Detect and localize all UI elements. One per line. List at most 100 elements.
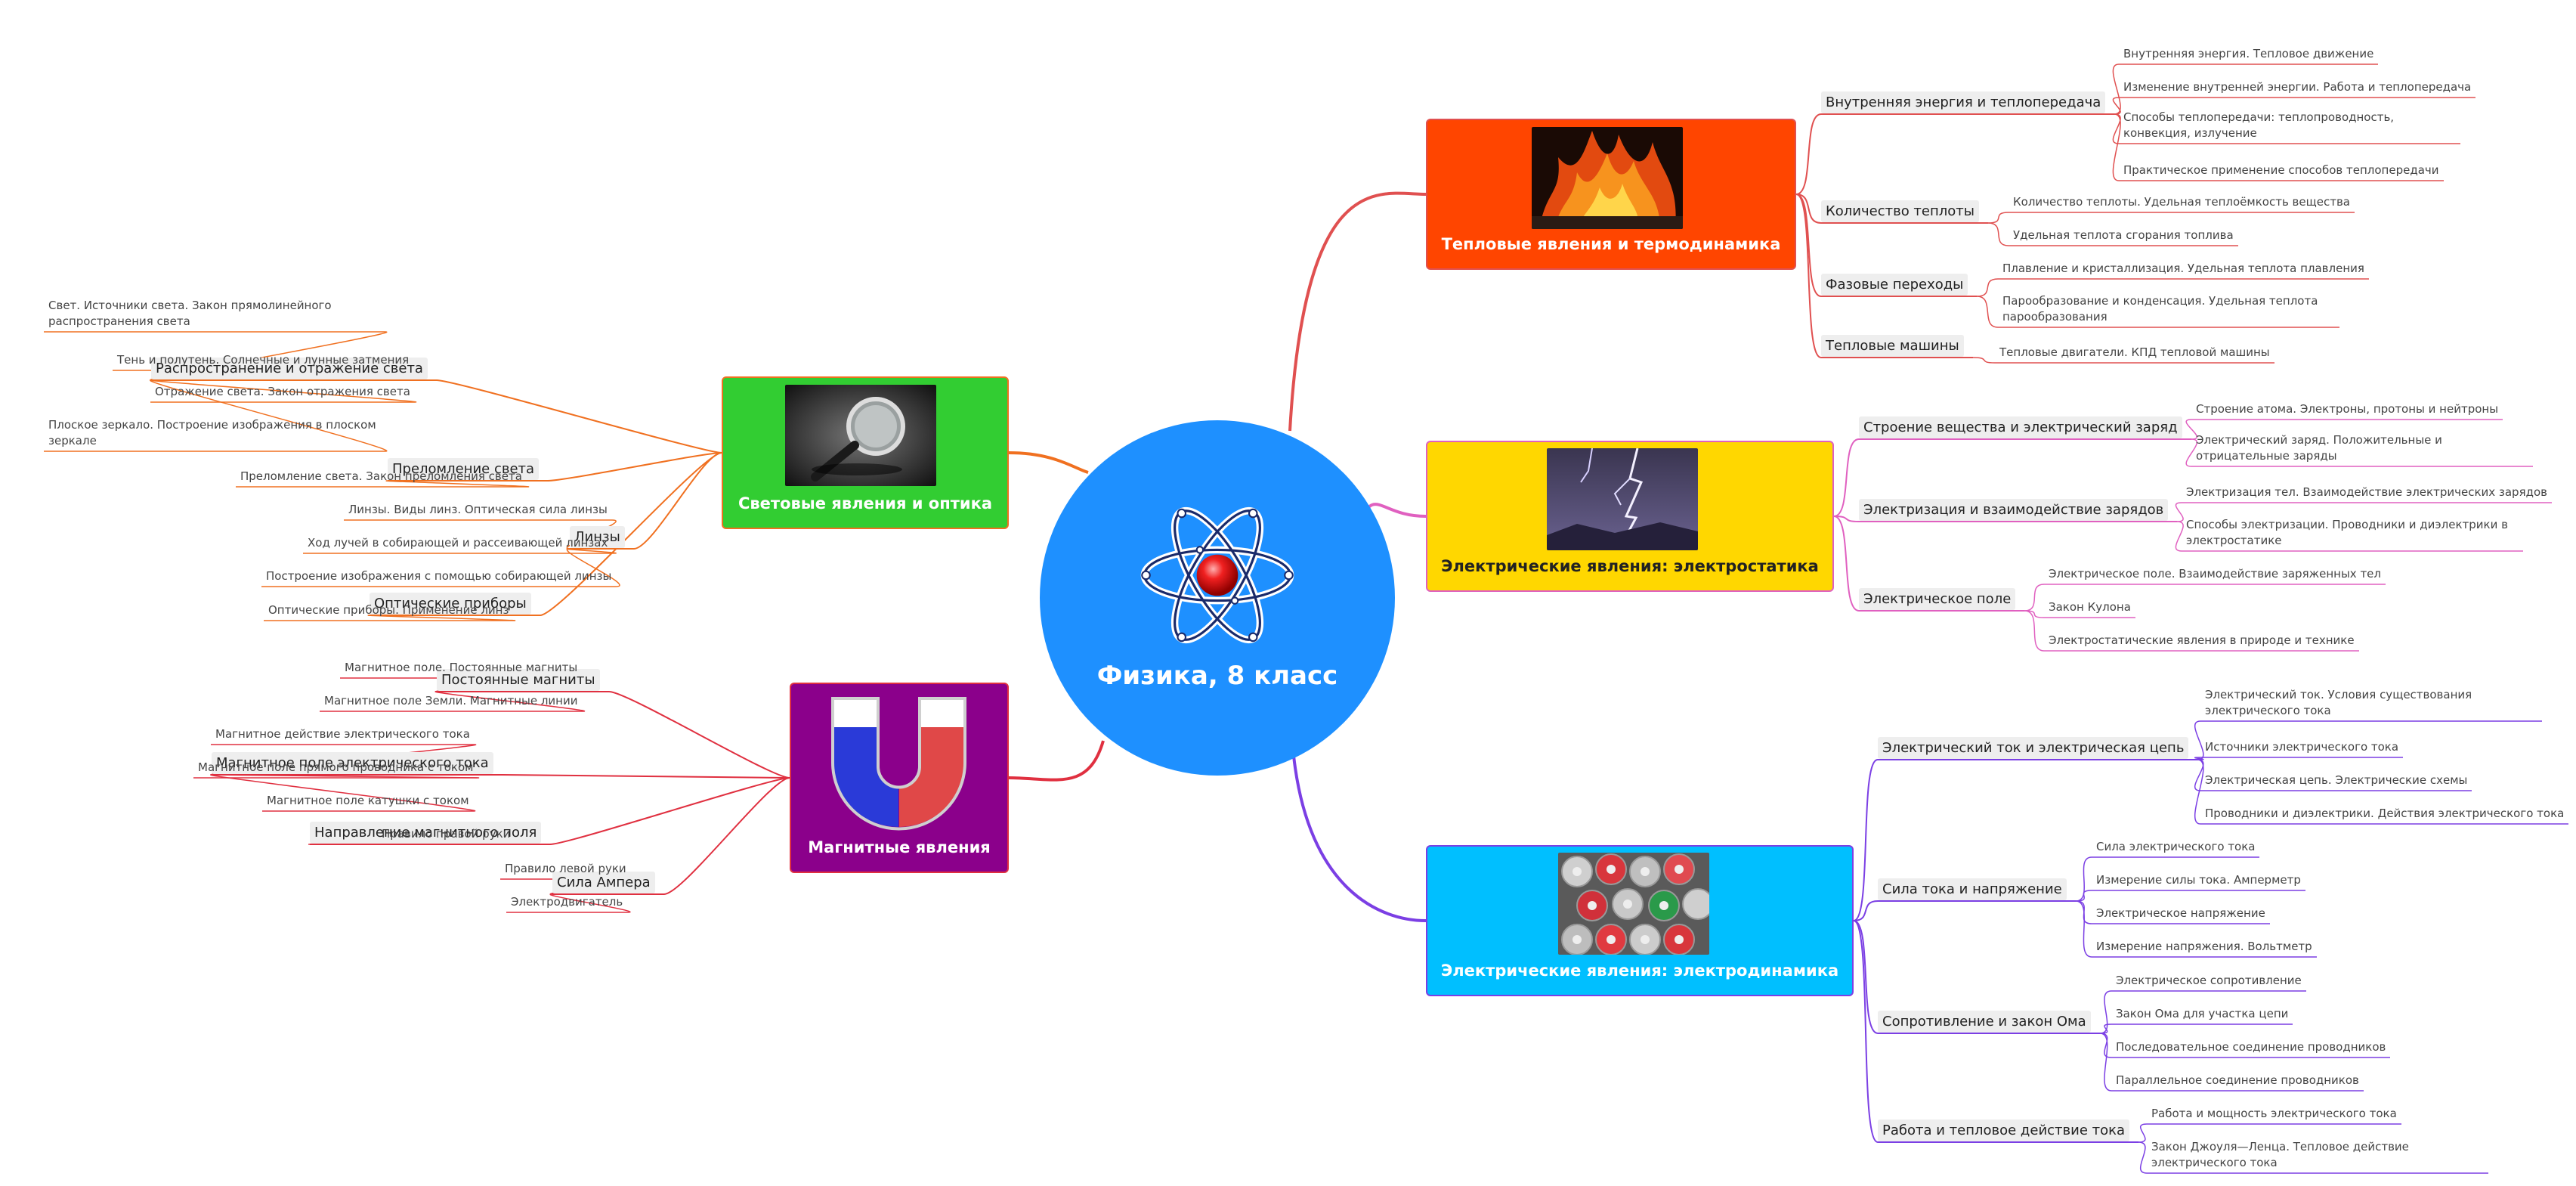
leaf-item[interactable]: Электрический заряд. Положительные и отр… xyxy=(2196,433,2442,463)
leaf-item[interactable]: Магнитное поле прямого проводника с токо… xyxy=(198,760,474,774)
leaf-item[interactable]: Закон Ома для участка цепи xyxy=(2116,1007,2289,1020)
leaf-item[interactable]: Электризация тел. Взаимодействие электри… xyxy=(2186,485,2547,499)
leaf-item[interactable]: Способы теплопередачи: теплопроводность,… xyxy=(2123,110,2395,140)
leaf-item[interactable]: Магнитное поле катушки с током xyxy=(267,794,469,807)
leaf-item[interactable]: Парообразование и конденсация. Удельная … xyxy=(2002,294,2318,324)
leaf-item[interactable]: Строение атома. Электроны, протоны и ней… xyxy=(2196,402,2499,416)
leaf-item[interactable]: Магнитное поле. Постоянные магниты xyxy=(345,661,578,674)
connector-line xyxy=(2112,63,2121,115)
connector-line xyxy=(1833,516,1860,522)
subtopic[interactable]: Распространение и отражение света xyxy=(151,358,428,379)
leaf-item[interactable]: Удельная теплота сгорания топлива xyxy=(2013,228,2234,242)
leaf-item[interactable]: Свет. Источники света. Закон прямолинейн… xyxy=(48,299,332,328)
subtopic[interactable]: Работа и тепловое действие тока xyxy=(1878,1119,2130,1141)
batteries-image xyxy=(1558,853,1709,955)
connector-line xyxy=(1008,740,1105,782)
leaf-item[interactable]: Практическое применение способов теплопе… xyxy=(2123,163,2439,177)
leaf-item[interactable]: Правило правой руки xyxy=(382,827,511,841)
subtopic[interactable]: Электрическое поле xyxy=(1859,588,2016,610)
connector-line xyxy=(2112,113,2121,181)
connector-line xyxy=(1833,438,1860,517)
subtopic[interactable]: Тепловые машины xyxy=(1821,335,1964,357)
leaf-item[interactable]: Способы электризации. Проводники и диэле… xyxy=(2186,518,2508,547)
connector-line xyxy=(1795,113,1822,195)
leaf-item[interactable]: Тень и полутень. Солнечные и лунные затм… xyxy=(117,353,410,367)
leaf-item[interactable]: Измерение силы тока. Амперметр xyxy=(2096,873,2301,887)
leaf-item[interactable]: Построение изображения с помощью собираю… xyxy=(266,569,612,583)
connector-line xyxy=(608,691,790,779)
leaf-item[interactable]: Измерение напряжения. Вольтметр xyxy=(2096,940,2312,953)
leaf-item[interactable]: Электростатические явления в природе и т… xyxy=(2049,633,2355,647)
leaf-item[interactable]: Источники электрического тока xyxy=(2205,740,2399,754)
connector-line xyxy=(1976,296,1999,328)
subtopic[interactable]: Строение вещества и электрический заряд xyxy=(1859,416,2182,438)
subtopic[interactable]: Сила Ампера xyxy=(552,872,655,893)
subtopic[interactable]: Линзы xyxy=(570,526,625,548)
leaf-item[interactable]: Оптические приборы. Применение линз xyxy=(268,603,509,617)
leaf-item[interactable]: Электрическое напряжение xyxy=(2096,906,2265,920)
subtopic[interactable]: Количество теплоты xyxy=(1821,200,1979,222)
connector-line xyxy=(2112,97,2121,115)
leaf-item[interactable]: Работа и мощность электрического тока xyxy=(2151,1107,2397,1120)
leaf-item[interactable]: Электрическое сопротивление xyxy=(2116,974,2302,987)
subtopic[interactable]: Фазовые переходы xyxy=(1821,274,1968,296)
leaf-item[interactable]: Ход лучей в собирающей и рассеивающей ли… xyxy=(308,536,608,550)
fire-image xyxy=(1532,127,1683,229)
connector-line xyxy=(547,452,722,482)
connector-line xyxy=(540,452,722,616)
leaf-item[interactable]: Электродвигатель xyxy=(511,895,623,909)
leaf-item[interactable]: Проводники и диэлектрики. Действия элект… xyxy=(2205,807,2565,820)
subtopic[interactable]: Постоянные магниты xyxy=(437,669,600,691)
topic-magnetism[interactable]: Магнитные явления xyxy=(790,683,1009,873)
leaf-item[interactable]: Преломление света. Закон преломления све… xyxy=(240,469,522,483)
subtopic[interactable]: Преломление света xyxy=(388,458,540,480)
topic-optics[interactable]: Световые явления и оптика xyxy=(722,376,1009,529)
connector-line xyxy=(2138,1141,2148,1174)
topic-thermal[interactable]: Тепловые явления и термодинамика xyxy=(1426,119,1796,270)
leaf-item[interactable]: Отражение света. Закон отражения света xyxy=(155,385,410,398)
leaf-item[interactable]: Количество теплоты. Удельная теплоёмкост… xyxy=(2013,195,2350,209)
subtopic[interactable]: Сила тока и напряжение xyxy=(1878,878,2067,900)
connector-line xyxy=(2194,759,2204,791)
topic-title: Электрические явления: электродинамика xyxy=(1440,961,1839,980)
leaf-item[interactable]: Изменение внутренней энергии. Работа и т… xyxy=(2123,80,2472,94)
leaf-item[interactable]: Линзы. Виды линз. Оптическая сила линзы xyxy=(348,503,608,516)
connector-line xyxy=(549,893,631,913)
leaf-item[interactable]: Магнитное действие электрического тока xyxy=(215,727,470,741)
subtopic[interactable]: Сопротивление и закон Ома xyxy=(1878,1011,2091,1033)
topic-title: Электрические явления: электростатика xyxy=(1441,557,1819,575)
leaf-item[interactable]: Электрическая цепь. Электрические схемы xyxy=(2205,773,2468,787)
connector-line xyxy=(1853,920,1879,1143)
leaf-item[interactable]: Электрический ток. Условия существования… xyxy=(2205,688,2472,717)
subtopic[interactable]: Электризация и взаимодействие зарядов xyxy=(1859,499,2169,521)
leaf-item[interactable]: Закон Кулона xyxy=(2049,600,2131,614)
leaf-item[interactable]: Последовательное соединение проводников xyxy=(2116,1040,2386,1054)
magnifier-image xyxy=(785,385,936,486)
leaf-item[interactable]: Тепловые двигатели. КПД тепловой машины xyxy=(1999,345,2270,359)
connector-line xyxy=(2024,610,2045,618)
connector-line xyxy=(1008,451,1089,474)
leaf-item[interactable]: Электрическое поле. Взаимодействие заряж… xyxy=(2049,567,2381,581)
leaf-item[interactable]: Плоское зеркало. Построение изображения … xyxy=(48,418,376,447)
topic-title: Магнитные явления xyxy=(808,838,991,856)
leaf-item[interactable]: Закон Джоуля—Ленца. Тепловое действие эл… xyxy=(2151,1140,2409,1169)
subtopic[interactable]: Магнитное поле электрического тока xyxy=(212,752,493,774)
leaf-item[interactable]: Параллельное соединение проводников xyxy=(2116,1073,2359,1087)
leaf-item[interactable]: Правило левой руки xyxy=(505,862,626,875)
subtopic[interactable]: Электрический ток и электрическая цепь xyxy=(1878,737,2189,759)
connector-line xyxy=(1987,212,2009,224)
connector-line xyxy=(2194,720,2204,760)
subtopic[interactable]: Оптические приборы xyxy=(370,593,531,615)
topic-electrodynamics[interactable]: Электрические явления: электродинамика xyxy=(1426,845,1854,996)
leaf-item[interactable]: Внутренняя энергия. Тепловое движение xyxy=(2123,47,2374,60)
leaf-item[interactable]: Магнитное поле Земли. Магнитные линии xyxy=(324,694,578,708)
subtopic[interactable]: Направление магнитного поля xyxy=(310,822,542,844)
subtopic[interactable]: Внутренняя энергия и теплопередача xyxy=(1821,91,2106,113)
root-topic[interactable]: Физика, 8 класс xyxy=(1040,420,1395,776)
leaf-item[interactable]: Сила электрического тока xyxy=(2096,840,2256,853)
connector-line xyxy=(1987,222,2009,246)
topic-electrostatics[interactable]: Электрические явления: электростатика xyxy=(1426,441,1834,592)
leaf-item[interactable]: Плавление и кристаллизация. Удельная теп… xyxy=(2002,262,2364,275)
connector-line xyxy=(663,777,790,895)
